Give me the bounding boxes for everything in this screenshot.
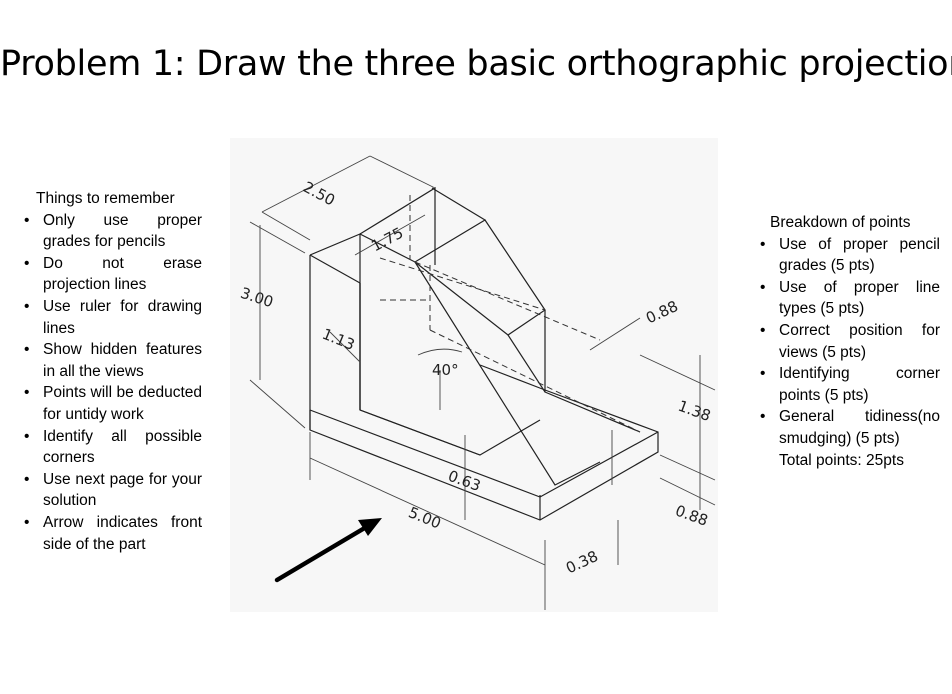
dim-40-deg: 40° — [432, 361, 459, 379]
things-to-remember-heading: Things to remember — [36, 190, 175, 207]
things-to-remember-list: Only use proper grades for pencils Do no… — [20, 210, 202, 556]
list-item: Use ruler for drawing lines — [20, 296, 202, 339]
list-item: Use next page for your solution — [20, 469, 202, 512]
list-item: Identifying corner points (5 pts) — [756, 363, 940, 406]
breakdown-of-points-panel: Breakdown of points Use of proper pencil… — [756, 212, 940, 471]
breakdown-heading: Breakdown of points — [770, 214, 911, 231]
page-title: Problem 1: Draw the three basic orthogra… — [0, 44, 952, 84]
hidden-lines — [379, 195, 641, 433]
isometric-part-drawing: 2.50 1.75 3.00 1.13 40° 0.88 1.38 0.63 5… — [230, 138, 718, 612]
dimension-lines — [249, 155, 716, 610]
list-item: Do not erase projection lines — [20, 253, 202, 296]
total-points: Total points: 25pts — [779, 451, 904, 469]
drawing-background — [230, 138, 718, 612]
list-item: General tidiness(no smudging) (5 pts) — [756, 406, 940, 449]
list-item: Use of proper line types (5 pts) — [756, 277, 940, 320]
list-item: Show hidden features in all the views — [20, 339, 202, 382]
breakdown-list: Use of proper pencil grades (5 pts) Use … — [756, 234, 940, 450]
things-to-remember-panel: Things to remember Only use proper grade… — [20, 188, 202, 555]
list-item: Arrow indicates front side of the part — [20, 512, 202, 555]
list-item: Points will be deducted for untidy work — [20, 382, 202, 425]
list-item: Correct position for views (5 pts) — [756, 320, 940, 363]
list-item: Only use proper grades for pencils — [20, 210, 202, 253]
list-item: Identify all possible corners — [20, 426, 202, 469]
list-item: Use of proper pencil grades (5 pts) — [756, 234, 940, 277]
